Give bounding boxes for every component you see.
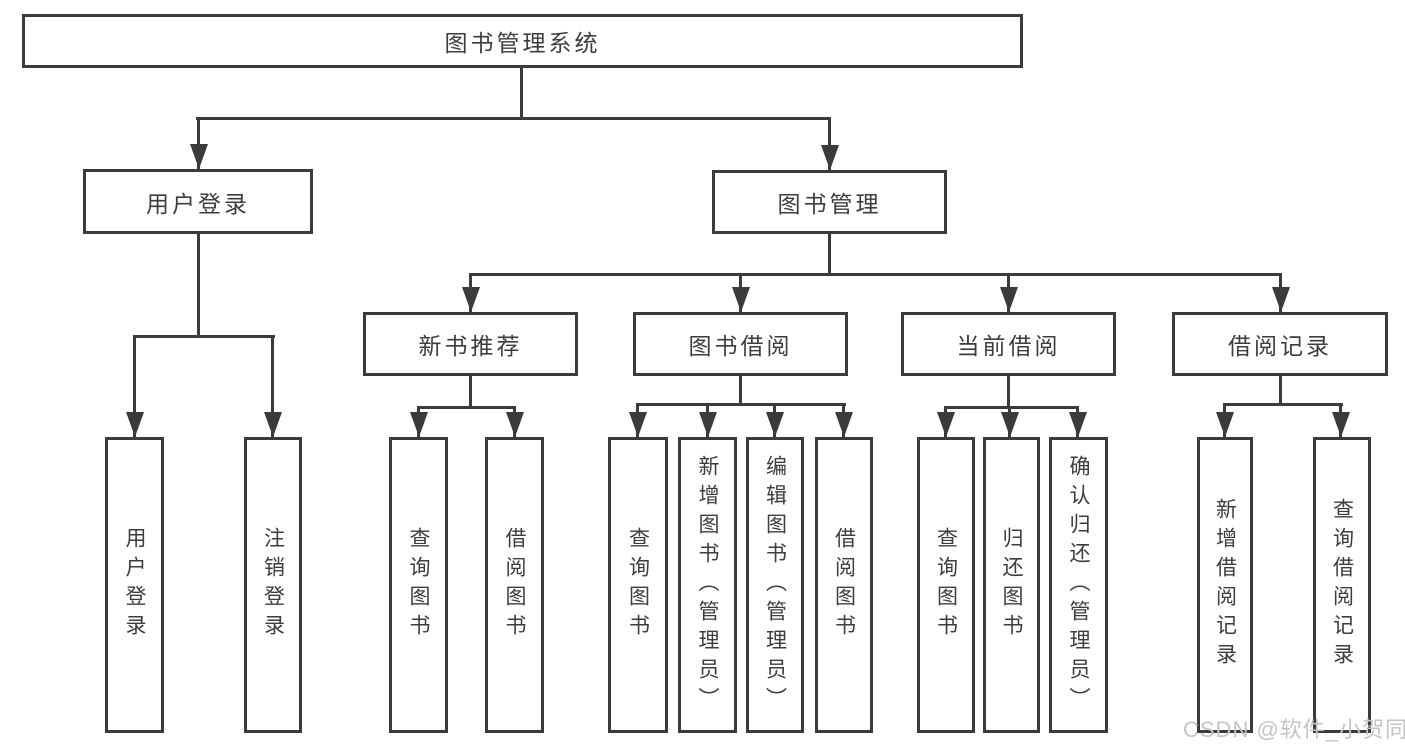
connector-book-mgmt-hbar	[469, 273, 1282, 276]
connector-book-mgmt-trunk	[828, 234, 831, 273]
connector-nbr-hbar	[417, 406, 516, 409]
connector-bb-trunk	[739, 376, 742, 403]
connector-cb-hbar	[944, 406, 1079, 409]
leaf-cb-confirm-return-admin: 确认归还（管理员）	[1049, 437, 1108, 733]
leaf-nbr-borrow-books: 借阅图书	[485, 437, 544, 733]
csdn-watermark: CSDN @软件_小贺同学	[1183, 717, 1405, 742]
connector-root-trunk	[520, 67, 523, 117]
arrow-down-icon	[1279, 273, 1282, 312]
node-user-login: 用户登录	[83, 169, 313, 234]
connector-user-login-trunk	[197, 233, 200, 335]
arrow-down-icon	[1339, 403, 1342, 437]
node-book-management: 图书管理	[712, 170, 947, 234]
arrow-down-icon	[197, 117, 200, 169]
node-book-borrowing: 图书借阅	[633, 312, 848, 376]
arrow-down-icon	[133, 335, 136, 437]
leaf-br-query-record: 查询借阅记录	[1313, 437, 1371, 733]
arrow-down-icon	[773, 403, 776, 437]
node-library-system: 图书管理系统	[22, 14, 1023, 68]
connector-bb-hbar	[636, 403, 846, 406]
arrow-down-icon	[706, 403, 709, 437]
arrow-down-icon	[828, 117, 831, 170]
connector-nbr-trunk	[469, 376, 472, 406]
node-borrowing-records: 借阅记录	[1172, 312, 1388, 376]
arrow-down-icon	[271, 335, 274, 437]
leaf-bb-query-books: 查询图书	[608, 437, 668, 733]
connector-br-trunk	[1279, 376, 1282, 403]
arrow-down-icon	[944, 406, 947, 437]
arrow-down-icon	[469, 273, 472, 312]
arrow-down-icon	[1223, 403, 1226, 437]
leaf-bb-add-books-admin: 新增图书（管理员）	[678, 437, 737, 733]
node-new-book-recommend: 新书推荐	[363, 312, 578, 376]
arrow-down-icon	[417, 406, 420, 437]
leaf-logout: 注销登录	[244, 437, 302, 733]
connector-br-hbar	[1223, 403, 1343, 406]
connector-cb-trunk	[1007, 376, 1010, 406]
arrow-down-icon	[739, 273, 742, 312]
arrow-down-icon	[636, 403, 639, 437]
arrow-down-icon	[513, 406, 516, 437]
leaf-bb-edit-books-admin: 编辑图书（管理员）	[746, 437, 804, 733]
arrow-down-icon	[1076, 406, 1079, 437]
connector-user-login-hbar	[133, 335, 275, 338]
leaf-user-login: 用户登录	[105, 437, 164, 733]
leaf-cb-return-books: 归还图书	[983, 437, 1040, 733]
arrow-down-icon	[1007, 273, 1010, 312]
leaf-nbr-query-books: 查询图书	[389, 437, 448, 733]
connector-root-hbar	[196, 117, 831, 120]
node-current-borrowing: 当前借阅	[901, 312, 1116, 376]
leaf-br-add-record: 新增借阅记录	[1197, 437, 1253, 733]
arrow-down-icon	[842, 403, 845, 437]
leaf-cb-query-books: 查询图书	[917, 437, 975, 733]
leaf-bb-borrow-books: 借阅图书	[815, 437, 873, 733]
arrow-down-icon	[1008, 406, 1011, 437]
